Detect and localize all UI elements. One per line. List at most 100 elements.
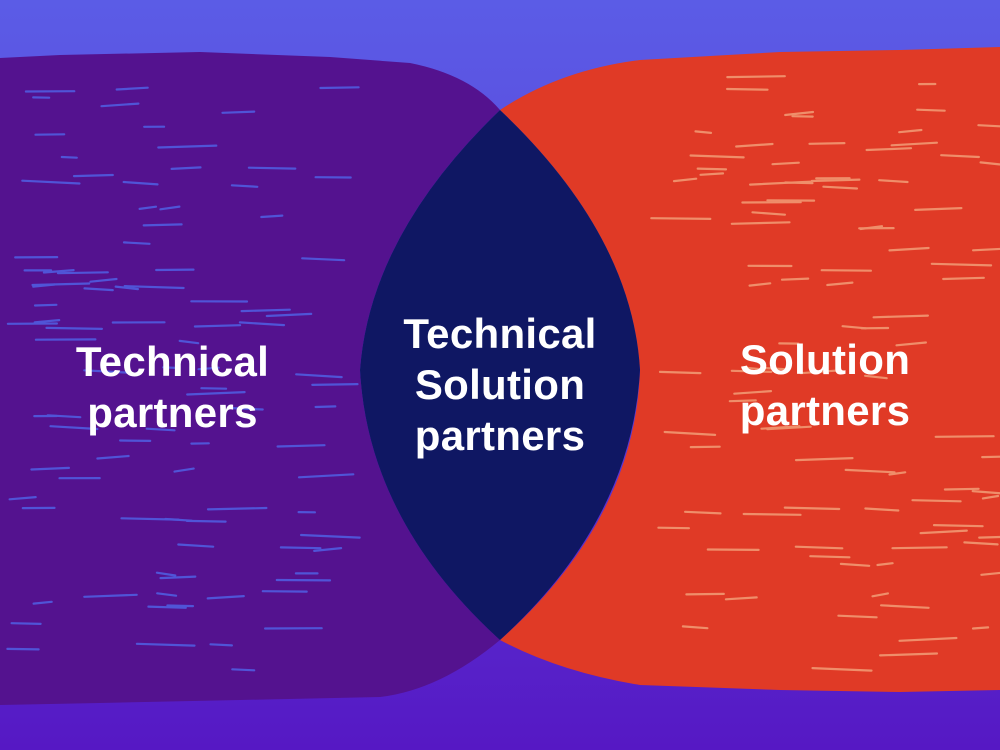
brush-stroke [930, 262, 993, 267]
brush-stroke [748, 282, 772, 287]
brush-stroke [810, 178, 861, 183]
brush-stroke [33, 303, 58, 307]
brush-stroke [971, 626, 990, 630]
brush-stroke [760, 425, 801, 430]
brush-stroke [142, 223, 183, 227]
brush-stroke [157, 144, 218, 149]
label-line: partners [414, 412, 586, 460]
brush-stroke [138, 205, 158, 210]
brush-stroke [206, 506, 268, 511]
brush-stroke [300, 533, 361, 539]
brush-stroke [72, 173, 114, 178]
brush-stroke [650, 217, 712, 220]
brush-stroke [942, 276, 985, 281]
brush-stroke [864, 507, 900, 512]
set-solution-partners [500, 47, 1000, 692]
brush-stroke [279, 546, 322, 550]
brush-stroke [123, 285, 185, 290]
brush-stroke [319, 86, 360, 90]
brush-stroke [685, 592, 725, 596]
brush-stroke [231, 668, 256, 672]
brush-stroke [314, 405, 337, 409]
brush-stroke [178, 339, 200, 345]
brush-stroke [206, 594, 245, 600]
brush-stroke [730, 221, 791, 225]
brush-stroke [193, 324, 242, 328]
brush-stroke [876, 562, 894, 567]
brush-texture-right [650, 75, 1000, 672]
brush-stroke [911, 499, 962, 503]
brush-stroke [311, 383, 359, 386]
brush-stroke [794, 457, 854, 462]
brush-stroke [658, 370, 702, 375]
brush-stroke [83, 287, 114, 292]
brush-stroke [822, 185, 859, 190]
brush-stroke [878, 179, 909, 184]
brush-stroke [699, 172, 725, 176]
brush-stroke [6, 647, 40, 651]
brush-stroke [724, 596, 758, 601]
brush-stroke [943, 487, 980, 491]
brush-stroke [313, 546, 343, 553]
brush-stroke [186, 391, 246, 396]
brush-texture-left [6, 86, 361, 672]
brush-stroke [837, 614, 878, 619]
brush-stroke [83, 593, 138, 598]
brush-stroke [30, 466, 71, 471]
brush-stroke [162, 366, 180, 370]
brush-stroke [872, 314, 930, 319]
brush-stroke [839, 562, 871, 567]
brush-stroke [971, 247, 1000, 252]
brush-stroke [799, 369, 842, 375]
brush-stroke [657, 526, 691, 530]
brush-stroke [230, 184, 259, 188]
brush-stroke [932, 523, 984, 528]
brush-stroke [730, 369, 773, 373]
label-line: Technical [75, 338, 270, 385]
brush-stroke [888, 246, 930, 252]
brush-stroke [247, 166, 297, 170]
brush-stroke [21, 179, 81, 185]
label-line: Technical [403, 310, 597, 357]
brush-stroke [735, 142, 774, 148]
brush-stroke [783, 506, 841, 511]
brush-stroke [694, 130, 713, 134]
brush-stroke [725, 87, 769, 91]
brush-stroke [83, 369, 129, 374]
set-technical-solution-partners [360, 110, 640, 640]
brush-stroke [940, 154, 981, 159]
brush-stroke [681, 625, 709, 630]
label-technical-partners: Technical partners [40, 336, 305, 438]
brush-stroke [42, 269, 75, 274]
brush-stroke [895, 341, 928, 347]
brush-stroke [8, 496, 37, 501]
brush-stroke [914, 207, 963, 211]
brush-stroke [808, 142, 846, 145]
brush-stroke [859, 225, 884, 231]
brush-stroke [784, 181, 814, 185]
brush-stroke [221, 110, 256, 114]
brush-stroke [780, 277, 810, 281]
brush-stroke [934, 435, 995, 438]
label-solution-partners: Solution partners [690, 334, 960, 436]
brush-stroke [33, 319, 61, 324]
brush-stroke [826, 281, 854, 287]
brush-stroke [240, 308, 291, 313]
brush-stroke [890, 141, 939, 147]
brush-stroke [820, 269, 873, 272]
brush-stroke [916, 108, 946, 112]
brush-stroke [60, 155, 78, 159]
brush-stroke [663, 430, 717, 436]
brush-stroke [10, 622, 42, 626]
brush-stroke [784, 110, 815, 117]
brush-stroke [977, 124, 1000, 128]
brush-stroke [696, 167, 728, 171]
brush-stroke [751, 211, 787, 216]
brush-stroke [32, 283, 56, 288]
brush-stroke [46, 414, 82, 419]
brush-stroke [733, 390, 773, 395]
brush-stroke [156, 592, 178, 597]
brush-stroke [865, 147, 913, 152]
brush-stroke [159, 205, 181, 211]
